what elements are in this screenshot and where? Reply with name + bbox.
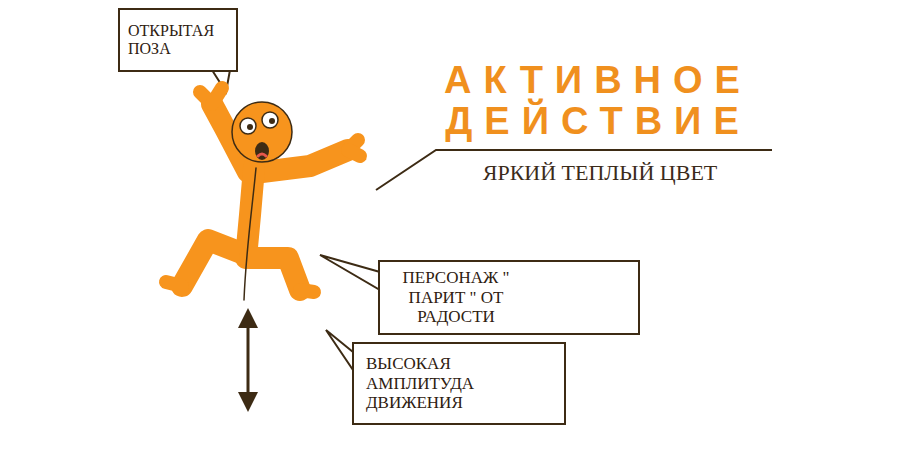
- callout-text: ПЕРСОНАЖ " ПАРИТ " ОТ РАДОСТИ: [392, 268, 520, 327]
- note-label: ЯРКИЙ ТЕПЛЫЙ ЦВЕТ: [440, 160, 760, 186]
- callout-box: ПЕРСОНАЖ " ПАРИТ " ОТ РАДОСТИ: [378, 260, 640, 335]
- leader-line: [376, 150, 772, 190]
- callout-box: ОТКРЫТАЯ ПОЗА: [118, 8, 238, 72]
- callout-tail: [326, 330, 353, 370]
- callout-text: ОТКРЫТАЯ ПОЗА: [128, 22, 232, 59]
- callout-text: ВЫСОКАЯ АМПЛИТУДА ДВИЖЕНИЯ: [366, 354, 496, 413]
- amplitude-arrow: [238, 308, 258, 412]
- callout-box: ВЫСОКАЯ АМПЛИТУДА ДВИЖЕНИЯ: [352, 342, 566, 425]
- jumping-figure: [166, 88, 360, 300]
- diagram-title: АКТИВНОЕ ДЕЙСТВИЕ: [420, 60, 776, 142]
- callout-tail: [320, 255, 380, 290]
